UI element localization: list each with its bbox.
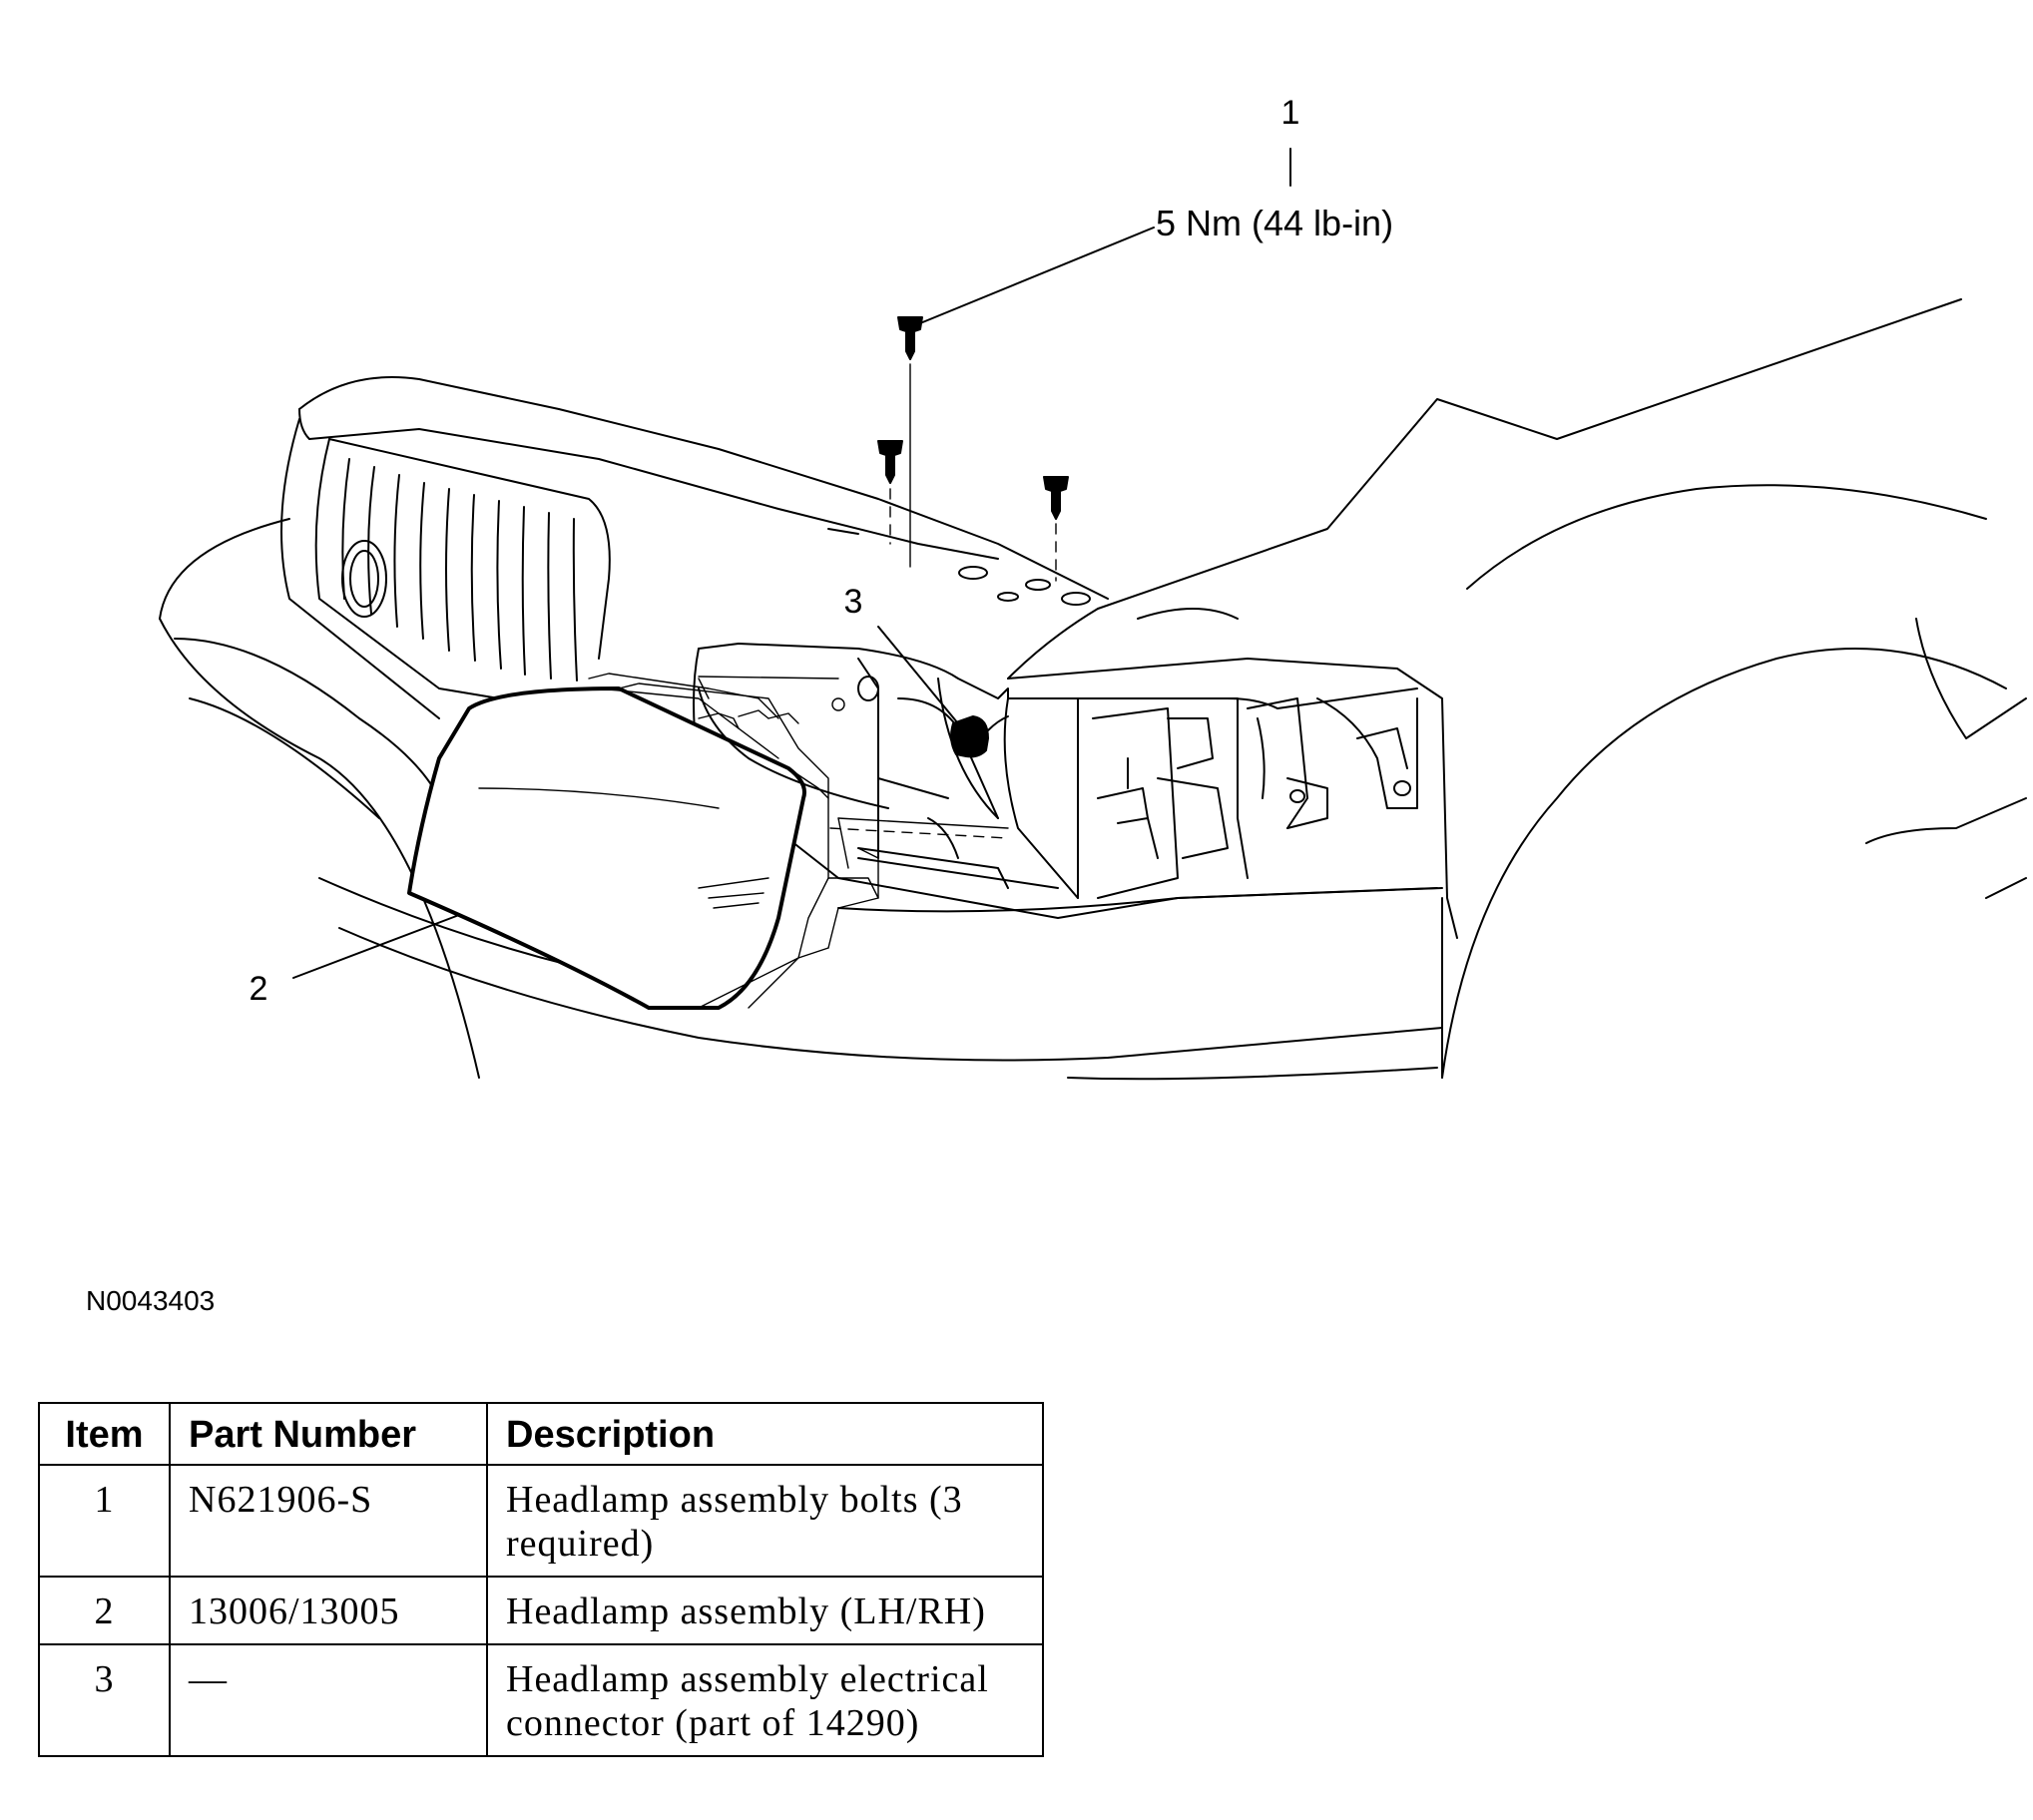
callout-1: 1	[1255, 77, 1326, 187]
callout-2: 2	[223, 914, 460, 1025]
cell-item: 2	[38, 1576, 171, 1645]
header-description: Description	[486, 1402, 1044, 1466]
cell-description: Headlamp assembly electrical connector (…	[486, 1643, 1044, 1757]
parts-table: Item Part Number Description 1 N621906-S…	[38, 1402, 1044, 1757]
figure-code: N0043403	[86, 1285, 216, 1316]
header-item: Item	[38, 1402, 171, 1466]
table-header-row: Item Part Number Description	[38, 1402, 1044, 1466]
callout-1-label: 1	[1281, 94, 1300, 132]
grille	[280, 418, 611, 719]
fender-outline	[1007, 298, 2027, 1079]
torque-leader-line	[919, 227, 1155, 324]
bolt-left	[877, 440, 903, 545]
hood-outline	[298, 376, 1109, 606]
cell-part-number: —	[169, 1643, 488, 1757]
headlamp-removal-illustration: 1 5 Nm (44 lb-in) 2 3	[159, 77, 2027, 1081]
table-row: 2 13006/13005 Headlamp assembly (LH/RH)	[38, 1576, 1044, 1645]
torque-spec: 5 Nm (44 lb-in)	[1156, 203, 1393, 243]
cell-description: Headlamp assembly bolts (3 required)	[486, 1464, 1044, 1578]
bolt-right	[1043, 476, 1069, 582]
table-row: 3 — Headlamp assembly electrical connect…	[38, 1643, 1044, 1757]
callout-3: 3	[817, 566, 963, 729]
table-row: 1 N621906-S Headlamp assembly bolts (3 r…	[38, 1464, 1044, 1578]
cell-description: Headlamp assembly (LH/RH)	[486, 1576, 1044, 1645]
cell-item: 3	[38, 1643, 171, 1757]
cell-part-number: N621906-S	[169, 1464, 488, 1578]
installation-guide-lines	[698, 676, 1009, 869]
headlamp-assembly	[407, 673, 879, 1010]
header-part-number: Part Number	[169, 1402, 488, 1466]
cell-item: 1	[38, 1464, 171, 1578]
callout-2-label: 2	[250, 970, 268, 1008]
cell-part-number: 13006/13005	[169, 1576, 488, 1645]
headlamp-opening	[693, 608, 1443, 919]
callout-3-label: 3	[844, 583, 863, 621]
